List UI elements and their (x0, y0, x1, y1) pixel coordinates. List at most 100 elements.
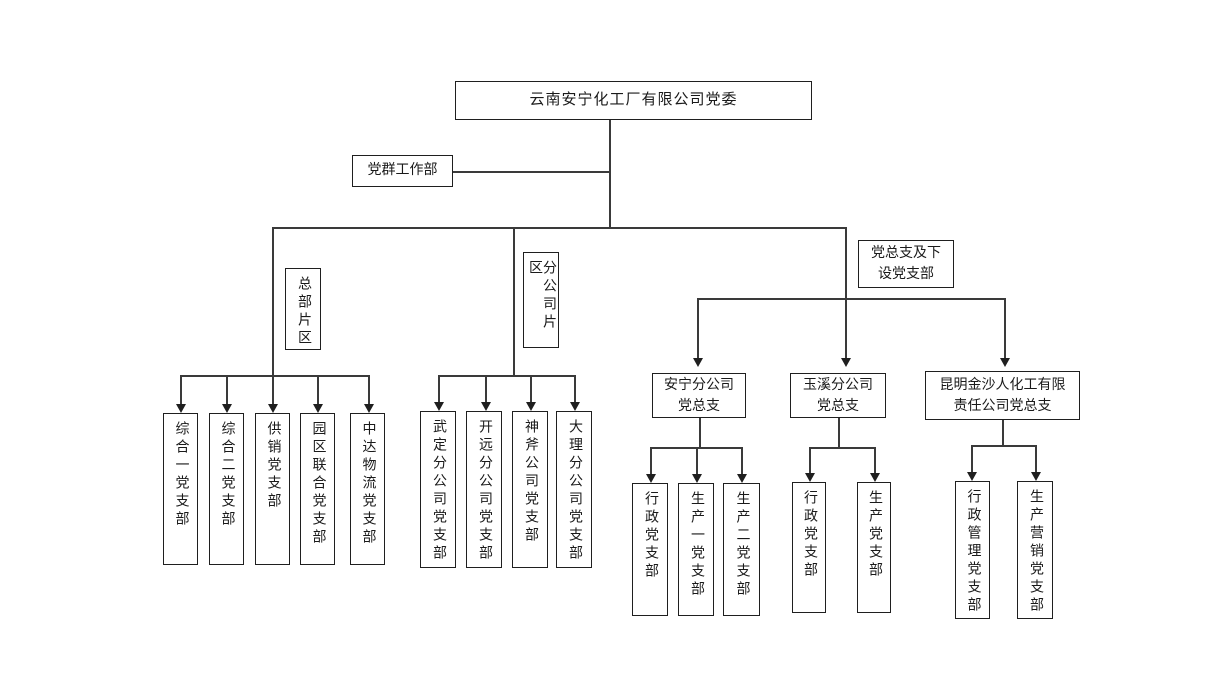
org-box-label: 神斧公司党支部 (523, 419, 538, 545)
org-box-hq-branch-5: 中达物流党支部 (350, 413, 385, 565)
arrow-down-icon (805, 473, 815, 482)
org-box-hq-branch-2: 综合二党支部 (209, 413, 244, 565)
org-box-label: 生产二党支部 (734, 491, 750, 599)
connector-line (650, 447, 652, 474)
connector-line (180, 375, 182, 404)
connector-line (317, 375, 319, 404)
org-box-anning-child-1: 行政党支部 (632, 483, 668, 616)
connector-line (609, 120, 611, 227)
org-box-label: 行政党支部 (643, 491, 658, 581)
org-box-label: 武定分公司党支部 (431, 419, 446, 563)
org-box-company-branch-4: 大理分公司党支部 (556, 411, 592, 568)
connector-line (453, 171, 610, 173)
org-box-label: 行政党支部 (802, 490, 817, 580)
connector-line (838, 418, 840, 447)
org-box-zone-branch: 分公司片区 (523, 252, 559, 348)
org-box-label: 云南安宁化工厂有限公司党委 (529, 91, 738, 108)
arrow-down-icon (176, 404, 186, 413)
org-box-label: 总部片区 (296, 276, 311, 348)
org-box-yuxi-child-1: 行政党支部 (792, 482, 826, 613)
org-box-label: 分公司片区 (527, 260, 556, 332)
org-box-yuxi-general-branch: 玉溪分公司 党总支 (790, 373, 886, 418)
org-box-label: 综合二党支部 (219, 421, 235, 529)
org-box-hq-branch-4: 园区联合党支部 (300, 413, 335, 565)
org-box-kunming-child-2: 生产营销党支部 (1017, 481, 1053, 619)
connector-line (1002, 420, 1004, 445)
connector-line (1035, 445, 1037, 472)
org-box-party-mass-dept: 党群工作部 (352, 155, 453, 187)
org-box-label: 安宁分公司 (664, 377, 734, 393)
arrow-down-icon (870, 473, 880, 482)
arrow-down-icon (481, 402, 491, 411)
connector-line (272, 375, 274, 404)
org-box-label: 玉溪分公司 (803, 377, 873, 393)
connector-line (874, 447, 876, 473)
connector-line (1004, 298, 1006, 358)
connector-line (485, 375, 487, 402)
connector-line (741, 447, 743, 474)
arrow-down-icon (364, 404, 374, 413)
org-box-label: 生产营销党支部 (1028, 489, 1043, 615)
org-box-label: 大理分公司党支部 (567, 419, 582, 563)
connector-line (272, 227, 846, 229)
connector-line (574, 375, 576, 402)
org-box-company-branch-1: 武定分公司党支部 (420, 411, 456, 568)
org-box-company-branch-2: 开远分公司党支部 (466, 411, 502, 568)
arrow-down-icon (526, 402, 536, 411)
org-box-label: 生产一党支部 (689, 491, 704, 599)
org-box-anning-child-3: 生产二党支部 (723, 483, 760, 616)
arrow-down-icon (268, 404, 278, 413)
arrow-down-icon (693, 358, 703, 367)
arrow-down-icon (841, 358, 851, 367)
connector-line (438, 375, 440, 402)
connector-line (699, 418, 701, 447)
org-box-label: 供销党支部 (265, 421, 281, 511)
org-box-label: 党总支及下 (871, 246, 941, 261)
connector-line (697, 298, 1004, 300)
connector-line (438, 375, 574, 377)
arrow-down-icon (434, 402, 444, 411)
org-box-party-committee: 云南安宁化工厂有限公司党委 (455, 81, 812, 120)
connector-line (696, 447, 698, 474)
org-box-zone-general-branches: 党总支及下 设党支部 (858, 240, 954, 288)
connector-line (368, 375, 370, 404)
org-box-label: 责任公司党总支 (953, 398, 1052, 414)
connector-line (272, 227, 274, 375)
connector-line (697, 298, 699, 358)
org-box-label: 园区联合党支部 (310, 421, 326, 547)
connector-line (513, 227, 515, 375)
org-box-kunming-child-1: 行政管理党支部 (955, 481, 990, 619)
org-box-label: 党总支 (678, 398, 720, 414)
org-box-hq-branch-3: 供销党支部 (255, 413, 290, 565)
arrow-down-icon (692, 474, 702, 483)
org-box-hq-branch-1: 综合一党支部 (163, 413, 198, 565)
org-box-label: 生产党支部 (867, 490, 882, 580)
arrow-down-icon (646, 474, 656, 483)
org-box-company-branch-3: 神斧公司党支部 (512, 411, 548, 568)
arrow-down-icon (570, 402, 580, 411)
arrow-down-icon (1031, 472, 1041, 481)
org-box-anning-child-2: 生产一党支部 (678, 483, 714, 616)
arrow-down-icon (737, 474, 747, 483)
org-box-label: 综合一党支部 (173, 421, 189, 529)
arrow-down-icon (967, 472, 977, 481)
org-box-zone-hq: 总部片区 (285, 268, 321, 350)
connector-line (226, 375, 228, 404)
connector-line (971, 445, 973, 472)
connector-line (809, 447, 874, 449)
connector-line (809, 447, 811, 473)
org-box-label: 设党支部 (878, 267, 934, 282)
org-box-label: 昆明金沙人化工有限 (939, 377, 1066, 393)
arrow-down-icon (313, 404, 323, 413)
arrow-down-icon (1000, 358, 1010, 367)
org-box-yuxi-child-2: 生产党支部 (857, 482, 891, 613)
org-box-label: 中达物流党支部 (360, 421, 376, 547)
connector-line (971, 445, 1035, 447)
org-box-label: 党群工作部 (367, 162, 438, 178)
arrow-down-icon (222, 404, 232, 413)
org-box-label: 党总支 (817, 398, 859, 414)
org-box-anning-general-branch: 安宁分公司 党总支 (652, 373, 746, 418)
connector-line (180, 375, 369, 377)
org-box-kunming-general-branch: 昆明金沙人化工有限 责任公司党总支 (925, 371, 1080, 420)
